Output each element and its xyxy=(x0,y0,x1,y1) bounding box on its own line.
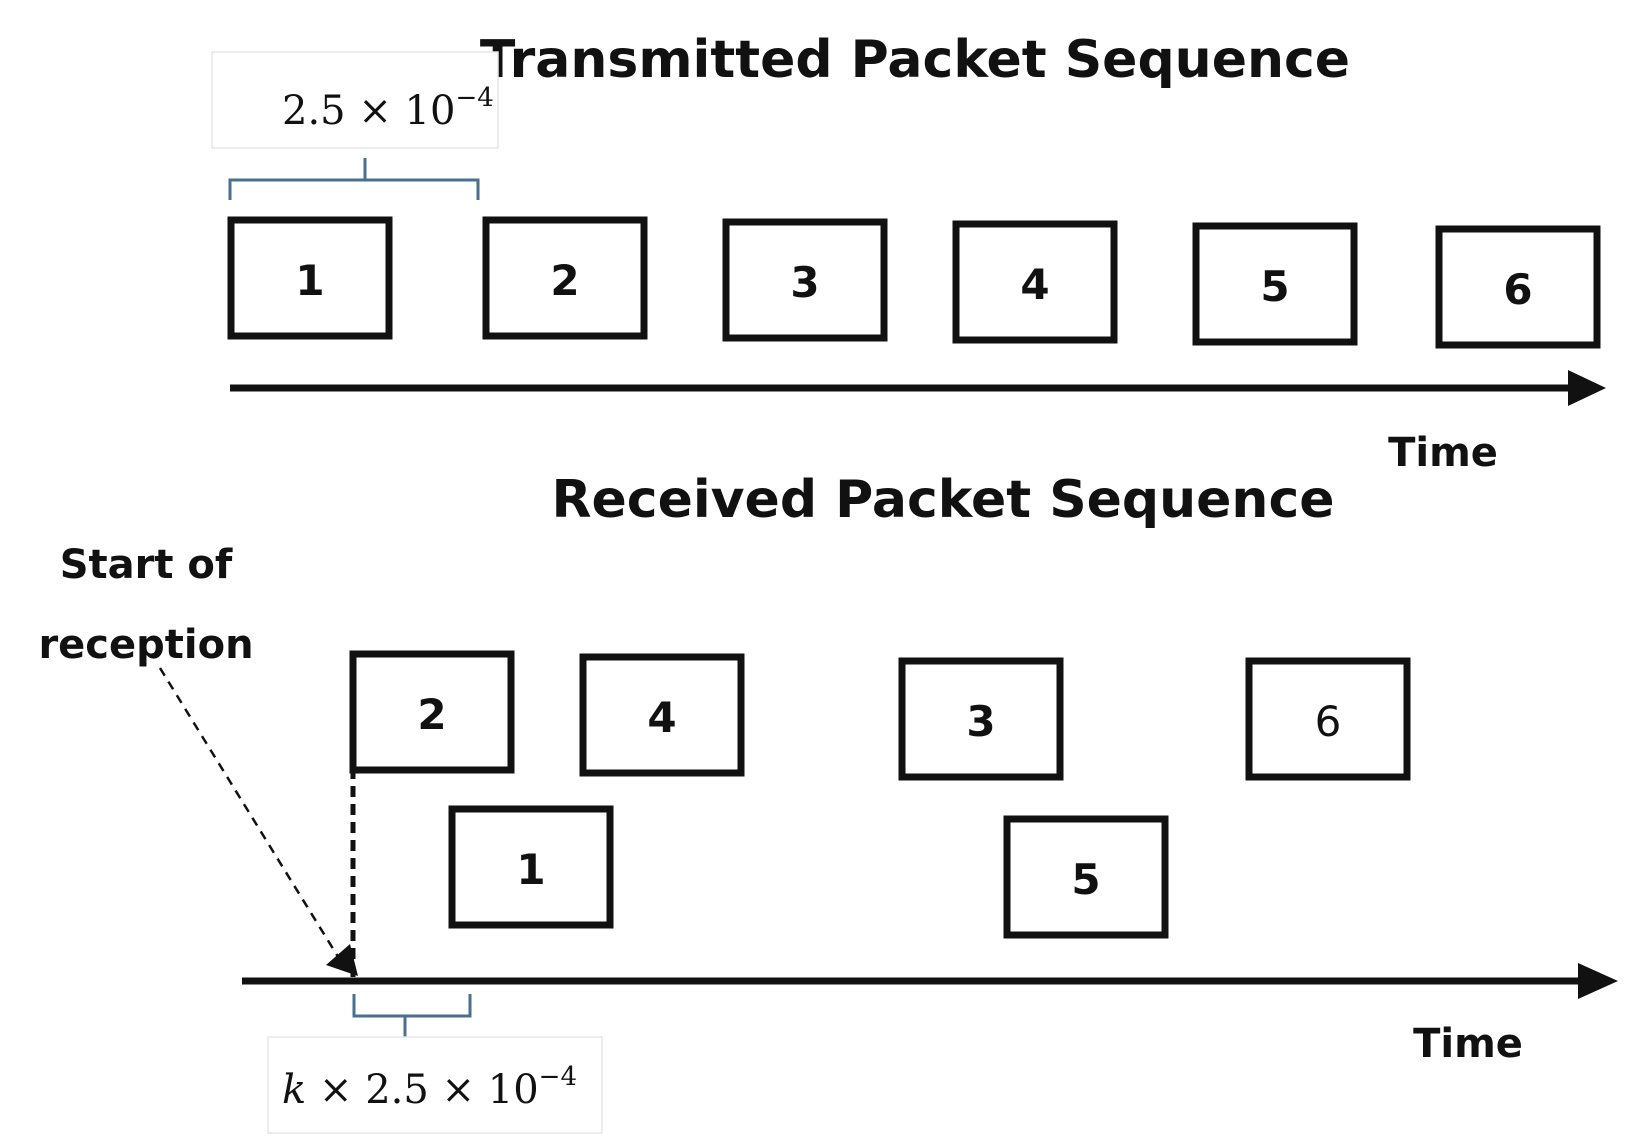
rx-packet-box xyxy=(579,653,745,777)
tx-packet: 2 xyxy=(482,216,648,340)
tx-packets: 1 2 3 4 5 6 xyxy=(227,216,1601,349)
rx-offset-box xyxy=(267,1036,603,1134)
rx-packet-box xyxy=(448,805,614,929)
rx-packet-box xyxy=(1245,657,1411,781)
tx-packet-number: 2 xyxy=(550,256,579,305)
tx-packet: 5 xyxy=(1192,222,1358,346)
tx-time-axis xyxy=(230,370,1606,406)
rx-time-axis-arrowhead xyxy=(1578,963,1618,999)
tx-packet-box xyxy=(1435,225,1601,349)
tx-packet-box xyxy=(952,220,1118,344)
rx-packet-box xyxy=(898,657,1064,781)
tx-packet-number: 4 xyxy=(1020,260,1049,309)
tx-interval-annotation: 2.5 × 10−4 xyxy=(211,51,499,200)
tx-packet-box xyxy=(1192,222,1358,346)
rx-packet-box xyxy=(349,650,515,774)
tx-packet: 3 xyxy=(722,218,888,342)
start-of-reception-label-line1: Start of xyxy=(60,542,233,588)
tx-packet-number: 5 xyxy=(1260,262,1289,311)
tx-packet: 1 xyxy=(227,216,393,340)
rx-packet-box xyxy=(1003,815,1169,939)
rx-packet-number: 1 xyxy=(516,845,545,894)
rx-packet-number: 5 xyxy=(1071,855,1100,904)
rx-packet-number: 4 xyxy=(647,693,676,742)
rx-packet: 4 xyxy=(579,653,745,777)
start-of-reception-pointer xyxy=(158,667,342,961)
rx-packet: 2 xyxy=(349,650,515,774)
start-of-reception-label-line2: reception xyxy=(38,622,253,668)
tx-packet-number: 1 xyxy=(295,256,324,305)
rx-packet: 6 xyxy=(1245,657,1411,781)
tx-packet-number: 6 xyxy=(1503,265,1532,314)
rx-packets: 2 4 3 6 1 5 xyxy=(349,650,1411,939)
tx-packet-box xyxy=(482,216,648,340)
tx-interval-label: 2.5 × 10−4 xyxy=(282,83,494,134)
rx-offset-annotation: k × 2.5 × 10−4 xyxy=(267,994,603,1134)
tx-packet-number: 3 xyxy=(790,258,819,307)
rx-packet: 5 xyxy=(1003,815,1169,939)
tx-packet: 6 xyxy=(1435,225,1601,349)
tx-interval-brace xyxy=(228,158,480,200)
rx-time-axis xyxy=(242,963,1618,999)
received-title: Received Packet Sequence xyxy=(551,470,1334,530)
rx-offset-brace xyxy=(352,994,472,1047)
tx-packet-box xyxy=(722,218,888,342)
rx-packet: 3 xyxy=(898,657,1064,781)
tx-time-label: Time xyxy=(1388,430,1498,476)
tx-packet-box xyxy=(227,216,393,340)
tx-interval-box xyxy=(211,51,499,149)
start-of-reception-arrowhead xyxy=(326,944,358,976)
rx-packet: 1 xyxy=(448,805,614,929)
tx-packet: 4 xyxy=(952,220,1118,344)
transmitted-title: Transmitted Packet Sequence xyxy=(480,30,1350,90)
tx-time-axis-arrowhead xyxy=(1568,370,1606,406)
rx-offset-label: k × 2.5 × 10−4 xyxy=(282,1062,577,1113)
rx-packet-number: 2 xyxy=(417,690,446,739)
rx-packet-number: 6 xyxy=(1315,697,1342,746)
rx-packet-number: 3 xyxy=(966,697,995,746)
rx-time-label: Time xyxy=(1413,1021,1523,1067)
